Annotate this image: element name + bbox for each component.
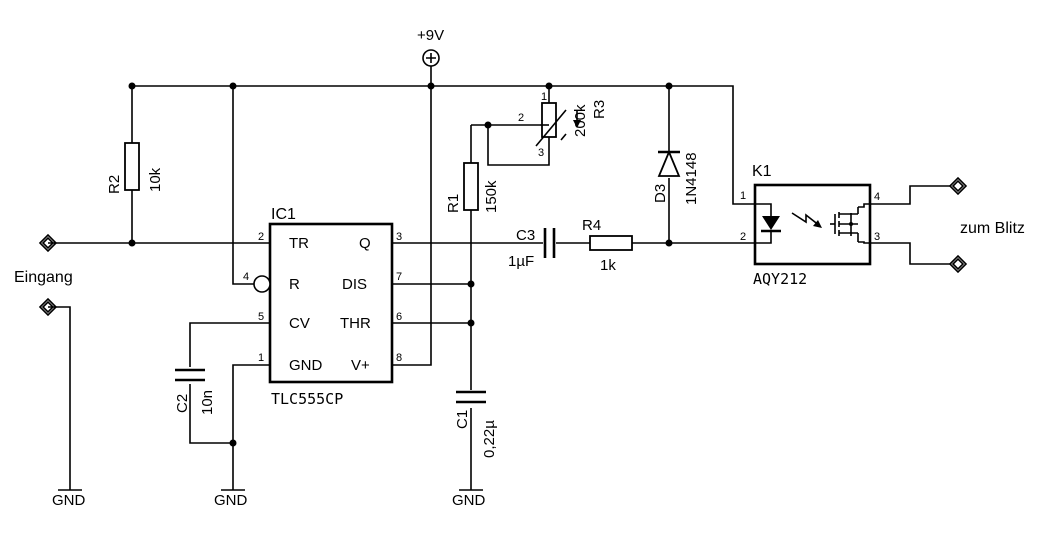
junction-dot bbox=[665, 239, 673, 247]
ic1-pin-gnd: GND bbox=[289, 357, 323, 374]
k1-part: AQY212 bbox=[753, 270, 807, 288]
output-label: zum Blitz bbox=[960, 220, 1025, 237]
c2-ref: C2 bbox=[174, 394, 191, 413]
ic1-pin-number: 4 bbox=[243, 271, 249, 283]
k1-pin-number: 3 bbox=[874, 231, 880, 243]
ic1-pin-dis: DIS bbox=[342, 276, 367, 293]
junction-dot bbox=[545, 82, 553, 90]
r3-pin-number: 2 bbox=[518, 112, 524, 124]
capacitor-c1: C1 0,22µ bbox=[454, 390, 498, 458]
junction-dot bbox=[427, 82, 435, 90]
relay-k1: K1 AQY212 1 2 3 4 bbox=[740, 163, 880, 288]
ic1-pin-number: 2 bbox=[258, 231, 264, 243]
ic1-pin-cv: CV bbox=[289, 315, 310, 332]
k1-pin-number: 1 bbox=[740, 190, 746, 202]
output-port-bottom[interactable] bbox=[948, 254, 968, 274]
input-port[interactable]: Eingang bbox=[14, 233, 73, 286]
c1-value: 0,22µ bbox=[481, 420, 498, 458]
input-label: Eingang bbox=[14, 269, 73, 286]
ground-label: GND bbox=[52, 492, 86, 509]
k1-pin-number: 4 bbox=[874, 191, 880, 203]
r2-ref: R2 bbox=[106, 175, 123, 194]
c3-ref: C3 bbox=[516, 227, 535, 244]
junctions bbox=[128, 82, 673, 447]
ic1-pin-number: 3 bbox=[396, 231, 402, 243]
d3-value: 1N4148 bbox=[683, 152, 700, 205]
ic1-pin-r: R bbox=[289, 276, 300, 293]
ic1: IC1 TLC555CP TR R CV GND Q DIS THR V+ 2 … bbox=[243, 206, 402, 408]
ic1-pin-q: Q bbox=[359, 235, 371, 252]
junction-dot bbox=[484, 121, 492, 129]
resistor-r1: R1 150k bbox=[445, 162, 500, 213]
resistor-r4: R4 1k bbox=[582, 217, 633, 274]
wires bbox=[48, 66, 950, 490]
light-arrow-icon bbox=[813, 220, 822, 228]
junction-dot bbox=[229, 82, 237, 90]
ground-symbol: GND bbox=[214, 489, 248, 509]
r4-ref: R4 bbox=[582, 217, 601, 234]
r3-value: 200k bbox=[572, 104, 589, 137]
k1-ref: K1 bbox=[752, 163, 772, 180]
c2-value: 10n bbox=[199, 390, 216, 415]
ground-label: GND bbox=[452, 492, 486, 509]
ic1-pin-number: 7 bbox=[396, 271, 402, 283]
potentiometer-r3: 1 2 3 200k R3 bbox=[518, 91, 608, 159]
led-icon bbox=[762, 216, 780, 230]
ic1-part: TLC555CP bbox=[271, 390, 343, 408]
r1-ref: R1 bbox=[445, 194, 462, 213]
output-port-top[interactable] bbox=[948, 176, 968, 196]
input-gnd-port[interactable] bbox=[38, 297, 58, 317]
ic1-pin-number: 8 bbox=[396, 352, 402, 364]
ic1-pin-number: 6 bbox=[396, 311, 402, 323]
ground-symbol: GND bbox=[52, 489, 86, 509]
ic1-pin-thr: THR bbox=[340, 315, 371, 332]
reset-bubble bbox=[253, 275, 271, 293]
junction-dot bbox=[128, 239, 136, 247]
junction-dot bbox=[665, 82, 673, 90]
ic1-ref: IC1 bbox=[271, 206, 296, 223]
diode-d3: D3 1N4148 bbox=[652, 149, 700, 205]
ground-symbol: GND bbox=[452, 489, 486, 509]
supply-symbol: +9V bbox=[417, 27, 444, 67]
r2-value: 10k bbox=[147, 167, 164, 192]
r3-pin-number: 1 bbox=[541, 91, 547, 103]
junction-dot bbox=[467, 319, 475, 327]
supply-label: +9V bbox=[417, 27, 444, 44]
capacitor-c2: C2 10n bbox=[174, 368, 216, 415]
ic1-pin-vplus: V+ bbox=[351, 357, 370, 374]
ground-label: GND bbox=[214, 492, 248, 509]
junction-dot bbox=[229, 439, 237, 447]
c3-value: 1µF bbox=[508, 253, 534, 270]
r3-pin-number: 3 bbox=[538, 147, 544, 159]
ic1-body bbox=[268, 222, 394, 384]
c1-ref: C1 bbox=[454, 410, 471, 429]
junction-dot bbox=[467, 280, 475, 288]
r3-ref: R3 bbox=[591, 100, 608, 119]
capacitor-c3: C3 1µF bbox=[508, 227, 556, 270]
d3-ref: D3 bbox=[652, 184, 669, 203]
junction-dot bbox=[128, 82, 136, 90]
ic1-pin-tr: TR bbox=[289, 235, 309, 252]
resistor-r2: R2 10k bbox=[106, 142, 164, 194]
k1-pin-number: 2 bbox=[740, 231, 746, 243]
ic1-pin-number: 5 bbox=[258, 311, 264, 323]
r1-value: 150k bbox=[483, 180, 500, 213]
ic1-pin-number: 1 bbox=[258, 352, 264, 364]
r4-value: 1k bbox=[600, 257, 616, 274]
